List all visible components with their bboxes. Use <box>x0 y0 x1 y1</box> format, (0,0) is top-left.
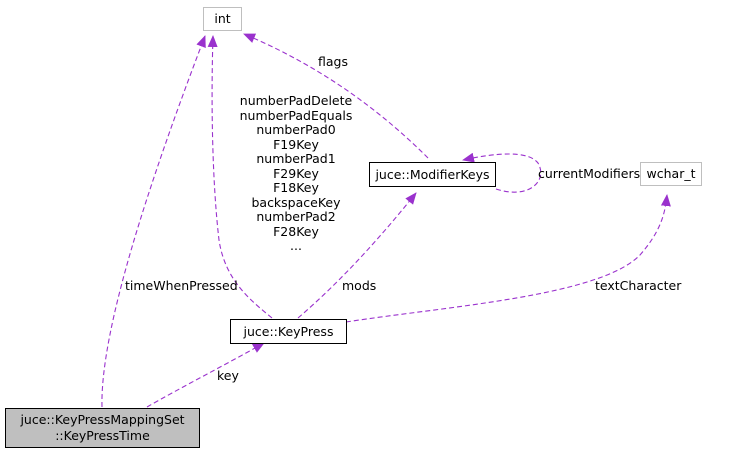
key-code-label: numberPad2 <box>256 209 336 224</box>
node-key-press-label: juce::KeyPress <box>243 323 334 339</box>
node-wchar-t-label: wchar_t <box>646 166 696 181</box>
key-code-label: backspaceKey <box>251 194 341 210</box>
edge-flags <box>243 33 429 159</box>
node-focus-label-line2: ::KeyPressTime <box>55 428 150 443</box>
key-code-label-ellipsis: ... <box>290 238 302 253</box>
edge-key <box>146 342 265 408</box>
node-modifier-keys-label: juce::ModifierKeys <box>375 166 490 182</box>
node-focus-label-line1: juce::KeyPressMappingSet <box>20 412 185 427</box>
edge-text-character <box>345 194 671 323</box>
edge-current-modifiers <box>462 152 542 193</box>
label-time-when-pressed: timeWhenPressed <box>125 278 238 293</box>
edge-mods <box>297 192 417 319</box>
edge-key-codes <box>207 35 273 319</box>
node-key-press[interactable]: juce::KeyPress <box>230 319 347 344</box>
label-key-codes: numberPadDelete numberPadEquals numberPa… <box>226 93 366 254</box>
node-wchar-t: wchar_t <box>640 162 702 186</box>
node-int-label: int <box>214 11 231 26</box>
key-code-label: F29Key <box>273 165 319 181</box>
label-current-modifiers: currentModifiers <box>538 166 641 181</box>
label-flags: flags <box>318 54 348 69</box>
node-int: int <box>203 7 242 31</box>
label-text-character: textCharacter <box>595 278 682 293</box>
key-code-label: numberPadDelete <box>239 93 353 108</box>
node-key-press-mapping-set-key-press-time: juce::KeyPressMappingSet ::KeyPressTime <box>5 408 200 448</box>
key-code-label: numberPad0 <box>256 122 336 137</box>
key-code-label: F19Key <box>273 136 319 152</box>
key-code-label: F28Key <box>273 223 319 239</box>
key-code-label: numberPadEquals <box>239 107 353 123</box>
label-key: key <box>217 368 239 383</box>
key-code-label: numberPad1 <box>256 151 336 166</box>
edge-time-when-pressed <box>101 35 206 408</box>
key-code-label: F18Key <box>273 180 319 195</box>
label-mods: mods <box>342 278 377 293</box>
node-modifier-keys[interactable]: juce::ModifierKeys <box>369 162 496 187</box>
